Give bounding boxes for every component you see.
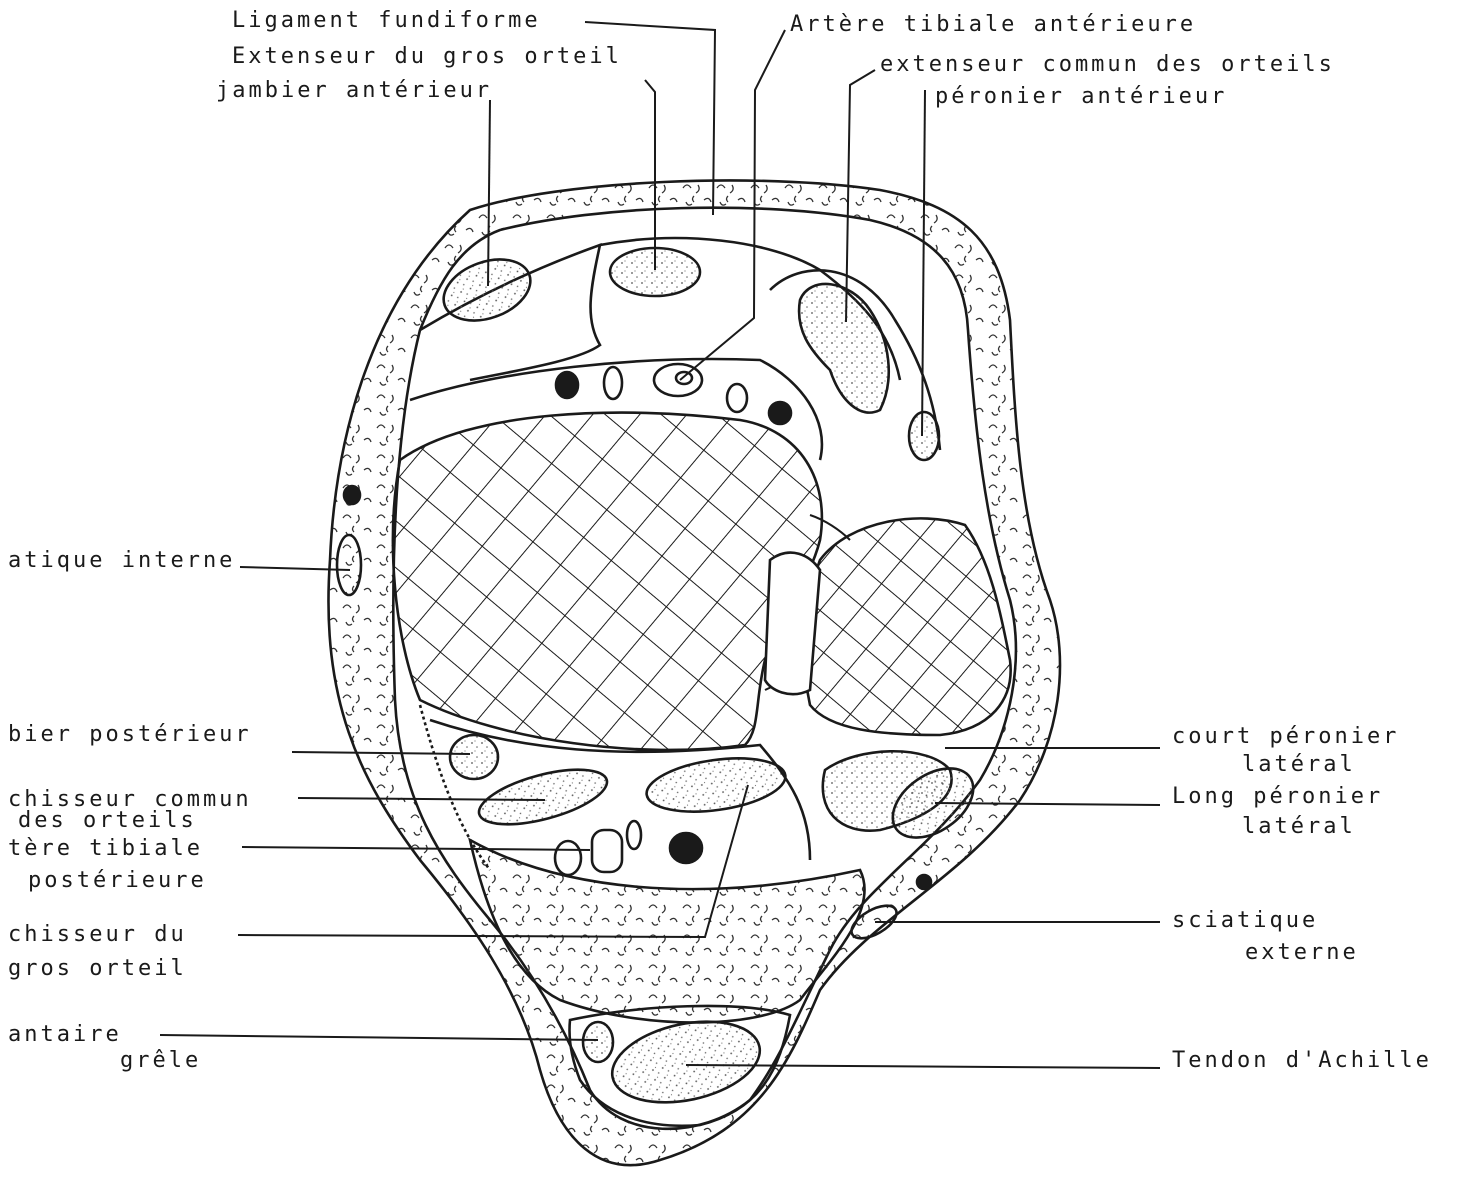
label-jambier-posterieur: bier postérieur — [8, 724, 252, 746]
label-extenseur-commun: extenseur commun des orteils — [880, 54, 1335, 76]
label-extenseur-gros-orteil: Extenseur du gros orteil — [232, 46, 622, 68]
label-flechisseur-gros-orteil-1: chisseur du — [8, 924, 187, 946]
tendon-jambier-posterieur — [450, 735, 498, 779]
tibia — [393, 413, 822, 750]
anterior-tibial-vein-left — [556, 372, 578, 398]
fibula — [805, 518, 1011, 735]
label-sciatique-externe-2: externe — [1245, 942, 1359, 964]
posterior-tibial-nerve — [670, 833, 702, 863]
label-artere-tibiale-post-2: postérieure — [28, 870, 207, 892]
label-long-peronier-2: latéral — [1242, 816, 1356, 838]
label-jambier-anterieur: jambier antérieur — [216, 80, 492, 102]
label-peronier-anterieur: péronier antérieur — [935, 86, 1227, 108]
label-flechisseur-commun-2: des orteils — [18, 810, 197, 832]
label-court-peronier-2: latéral — [1242, 754, 1356, 776]
label-tendon-achille: Tendon d'Achille — [1172, 1050, 1432, 1072]
label-sciatique-externe-1: sciatique — [1172, 910, 1318, 932]
label-saphene-interne: atique interne — [8, 550, 235, 572]
tendon-plantaire-grele — [583, 1022, 613, 1062]
label-plantaire-grele-1: antaire — [8, 1024, 122, 1046]
label-ligament-fundiforme: Ligament fundiforme — [232, 10, 541, 32]
tendon-peronier-anterieur — [909, 412, 939, 460]
interosseous-band — [765, 553, 820, 695]
label-artere-tibiale-anterieure: Artère tibiale antérieure — [790, 14, 1196, 36]
external-saphenous-vein — [917, 875, 931, 889]
label-plantaire-grele-2: grêle — [120, 1050, 201, 1072]
label-court-peronier-1: court péronier — [1172, 726, 1399, 748]
anterior-tibial-vein-right — [769, 402, 791, 424]
label-long-peronier-1: Long péronier — [1172, 786, 1383, 808]
saphenous-vein-dot — [344, 486, 360, 504]
label-artere-tibiale-post-1: tère tibiale — [8, 838, 203, 860]
label-flechisseur-gros-orteil-2: gros orteil — [8, 958, 187, 980]
